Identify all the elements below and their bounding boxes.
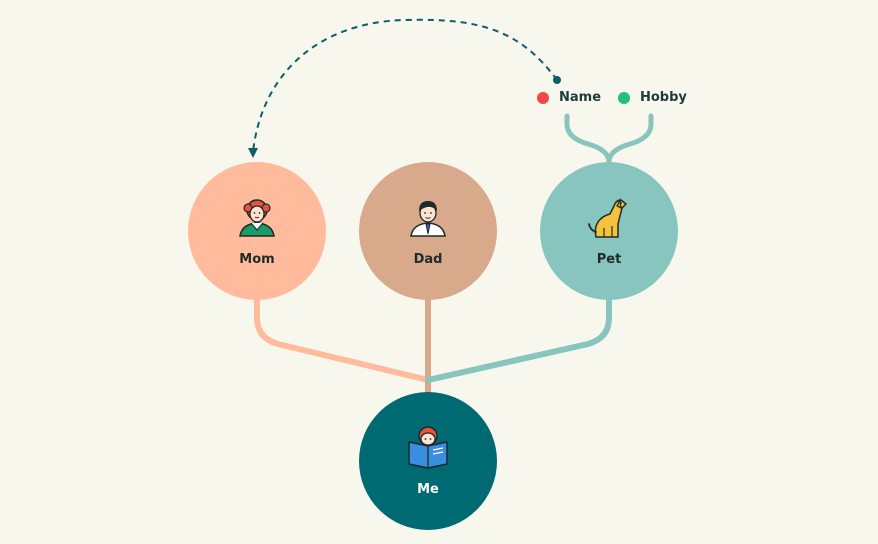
connector-pet-legend-fork (564, 113, 654, 165)
node-me[interactable]: Me (359, 392, 497, 530)
legend-item-name: Name (537, 90, 601, 105)
legend-name-label: Name (559, 90, 602, 105)
node-mom-label: Mom (239, 251, 275, 267)
man-avatar-icon (410, 200, 446, 237)
woman-avatar-icon (239, 198, 275, 237)
dog-icon (588, 197, 627, 238)
legend-hobby-label: Hobby (640, 90, 687, 105)
node-pet-label: Pet (596, 251, 622, 267)
child-reading-book-icon (408, 425, 448, 469)
node-me-label: Me (417, 481, 439, 497)
node-pet[interactable]: Pet (540, 162, 678, 300)
hobby-dot-icon (618, 91, 630, 104)
name-dot-icon (537, 91, 549, 104)
node-dad-label: Dad (413, 251, 443, 267)
arrow-head-icon (248, 148, 258, 158)
node-dad[interactable]: Dad (359, 162, 497, 300)
node-mom[interactable]: Mom (188, 162, 326, 300)
arrow-start-dot (553, 76, 561, 84)
connector-mom-me (254, 295, 431, 383)
legend-item-hobby: Hobby (618, 90, 687, 105)
connector-pet-me (425, 295, 612, 383)
dashed-arrow (252, 18, 558, 153)
